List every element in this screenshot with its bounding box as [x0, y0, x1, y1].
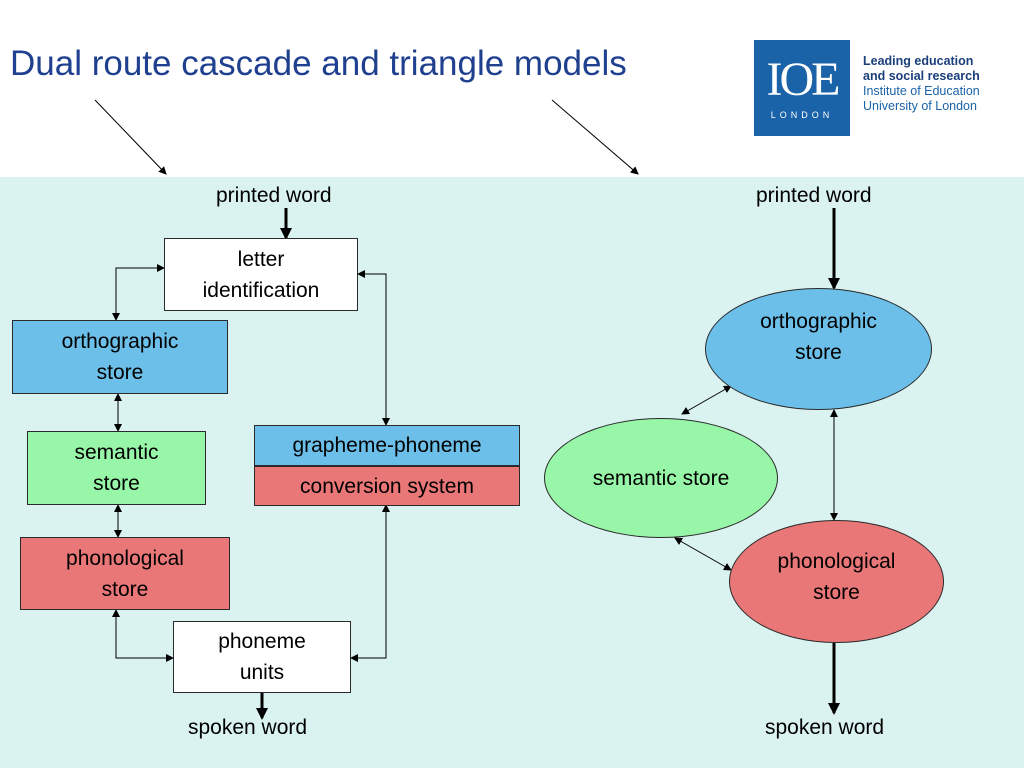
- tri-phon-line-2: store: [813, 580, 860, 604]
- tri-spoken-word-label: spoken word: [765, 716, 885, 739]
- drc-phon-phoneme-arrow: [112, 609, 174, 662]
- drc-ortho-line-2: store: [96, 361, 144, 384]
- pointer-arrow-right: [551, 99, 639, 175]
- logo-line-2: and social research: [863, 69, 980, 83]
- tri-orthographic-store-ellipse: orthographic store: [705, 288, 932, 410]
- drc-letter-identification-box: letter identification: [164, 238, 358, 311]
- page-title: Dual route cascade and triangle models: [10, 44, 627, 83]
- drc-orthographic-store-box: orthographic store: [12, 320, 228, 394]
- drc-letter-ortho-arrow: [112, 264, 165, 321]
- drc-ortho-line-1: orthographic: [61, 330, 179, 353]
- logo-subtitle: LONDON: [770, 110, 834, 120]
- drc-semantic-store-box: semantic store: [27, 431, 206, 505]
- tri-printed-word-label: printed word: [756, 184, 872, 207]
- drc-phon-line-2: store: [101, 577, 149, 601]
- tri-ortho-line-1: orthographic: [760, 310, 877, 333]
- drc-letter-id-line-2: identification: [202, 278, 320, 302]
- drc-gpc-top-label: grapheme-phoneme: [292, 434, 482, 457]
- tri-sem-phon-arrow: [674, 537, 732, 571]
- drc-gpc-bottom-box: conversion system: [254, 466, 520, 506]
- ioe-logo: IOE LONDON: [754, 40, 850, 136]
- drc-letter-id-line-1: letter: [237, 247, 285, 271]
- drc-gpc-top-box: grapheme-phoneme: [254, 425, 520, 466]
- logo-line-3: Institute of Education: [863, 84, 980, 98]
- tri-ortho-sem-arrow: [681, 385, 732, 415]
- logo-line-1: Leading education: [863, 54, 974, 68]
- tri-semantic-store-ellipse: semantic store: [544, 418, 778, 538]
- drc-gpc-bottom-label: conversion system: [300, 474, 474, 498]
- drc-printed-word-label: printed word: [216, 184, 332, 207]
- pointer-arrow-left: [94, 99, 167, 175]
- drc-gpc-phoneme-arrow: [350, 504, 390, 662]
- drc-letter-gpc-arrow: [357, 270, 390, 426]
- drc-sem-line-1: semantic: [74, 441, 159, 464]
- tri-phon-line-1: phonological: [777, 549, 896, 573]
- tri-phonological-store-ellipse: phonological store: [729, 520, 944, 643]
- tri-semantic-label: semantic store: [592, 466, 730, 490]
- logo-letters: IOE: [766, 53, 841, 106]
- drc-phoneme-units-box: phoneme units: [173, 621, 351, 693]
- drc-phoneme-line-2: units: [239, 661, 285, 684]
- logo-text: Leading education and social research In…: [863, 54, 980, 114]
- logo-line-4: University of London: [863, 99, 977, 113]
- drc-sem-line-2: store: [93, 472, 140, 495]
- drc-phonological-store-box: phonological store: [20, 537, 230, 610]
- tri-ortho-line-2: store: [795, 341, 842, 364]
- drc-phon-line-1: phonological: [66, 546, 184, 570]
- drc-phoneme-line-1: phoneme: [218, 630, 306, 653]
- drc-spoken-word-label: spoken word: [188, 716, 308, 739]
